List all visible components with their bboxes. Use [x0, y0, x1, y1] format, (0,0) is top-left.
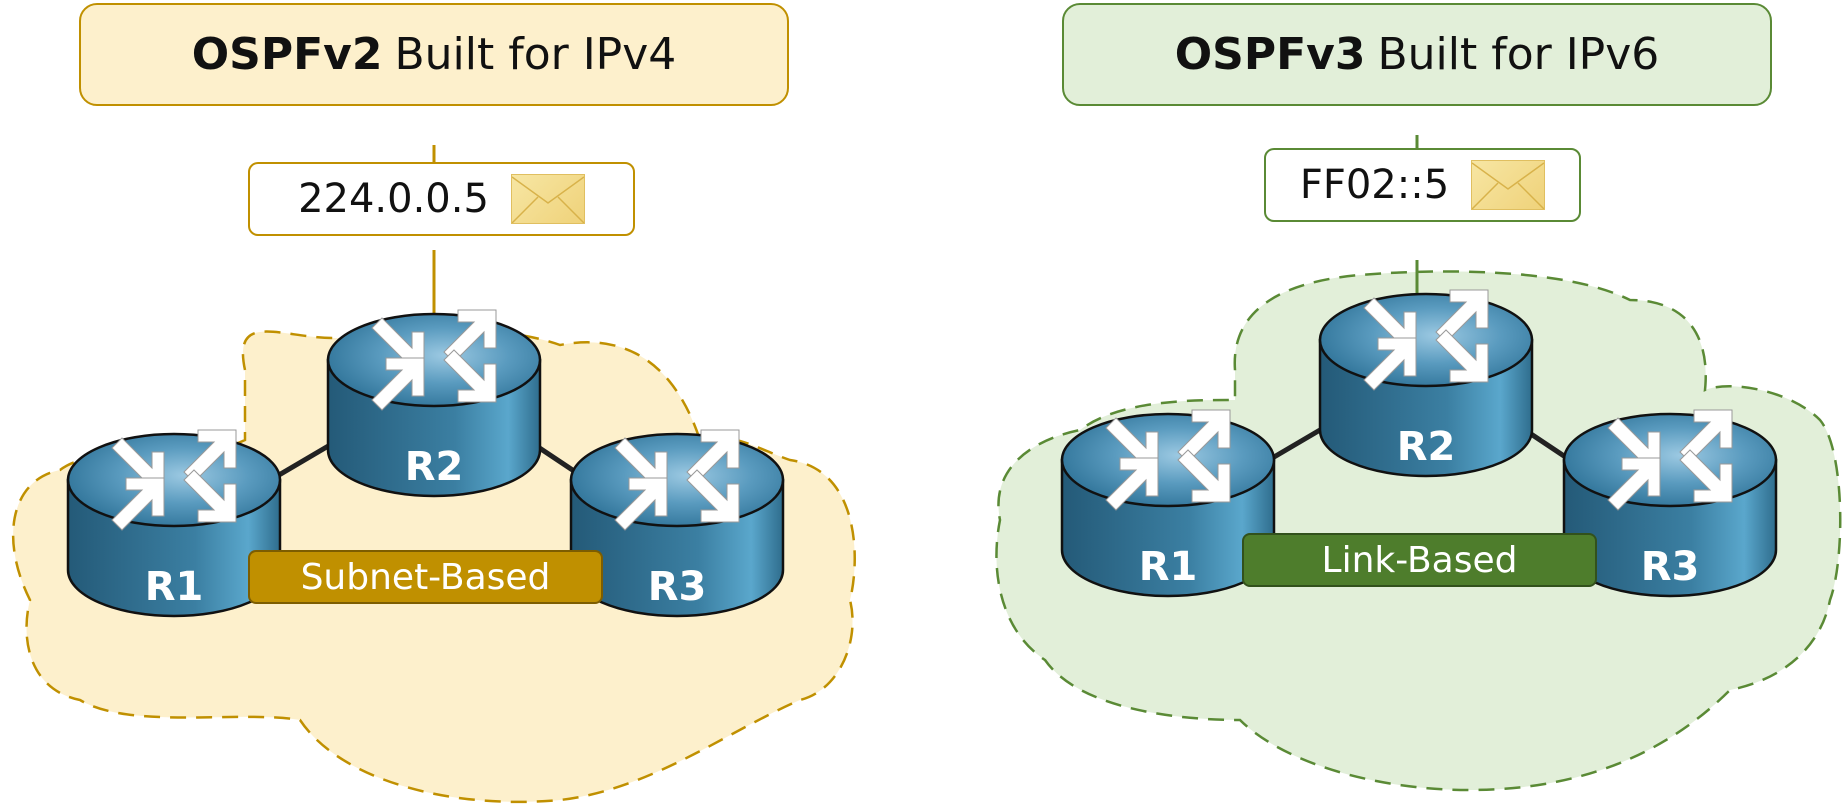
title-protocol: OSPFv3: [1174, 29, 1366, 80]
ospfv2-title: OSPFv2 Built for IPv4: [79, 3, 789, 106]
link-based-badge: Link-Based: [1242, 533, 1597, 587]
ospfv2-panel: R2 R1 R3: [11, 145, 856, 804]
multicast-address: FF02::5: [1299, 162, 1450, 208]
subnet-based-badge: Subnet-Based: [248, 550, 603, 604]
svg-text:R3: R3: [1641, 544, 1700, 590]
router-r2[interactable]: R2: [1318, 288, 1534, 478]
svg-text:R1: R1: [1139, 544, 1198, 590]
svg-text:R2: R2: [1397, 424, 1456, 470]
ospfv3-area-cloud: [995, 270, 1842, 792]
router-r2[interactable]: R2: [326, 308, 542, 498]
ospfv2-multicast-box: 224.0.0.5: [248, 162, 635, 236]
ospfv3-title: OSPFv3 Built for IPv6: [1062, 3, 1772, 106]
multicast-address: 224.0.0.5: [298, 176, 489, 222]
title-description: Built for IPv4: [394, 29, 677, 80]
router-r3[interactable]: R3: [569, 428, 785, 618]
envelope-icon: [1471, 160, 1546, 210]
svg-text:R1: R1: [145, 564, 204, 610]
ospfv3-panel: R2 R1 R3: [995, 135, 1842, 792]
svg-text:R3: R3: [648, 564, 707, 610]
ospfv3-multicast-box: FF02::5: [1264, 148, 1581, 222]
title-description: Built for IPv6: [1377, 29, 1660, 80]
envelope-icon: [510, 174, 585, 224]
svg-text:R2: R2: [405, 444, 464, 490]
title-protocol: OSPFv2: [191, 29, 383, 80]
router-r1[interactable]: R1: [66, 428, 282, 618]
router-r1[interactable]: R1: [1060, 408, 1276, 598]
router-r3[interactable]: R3: [1562, 408, 1778, 598]
